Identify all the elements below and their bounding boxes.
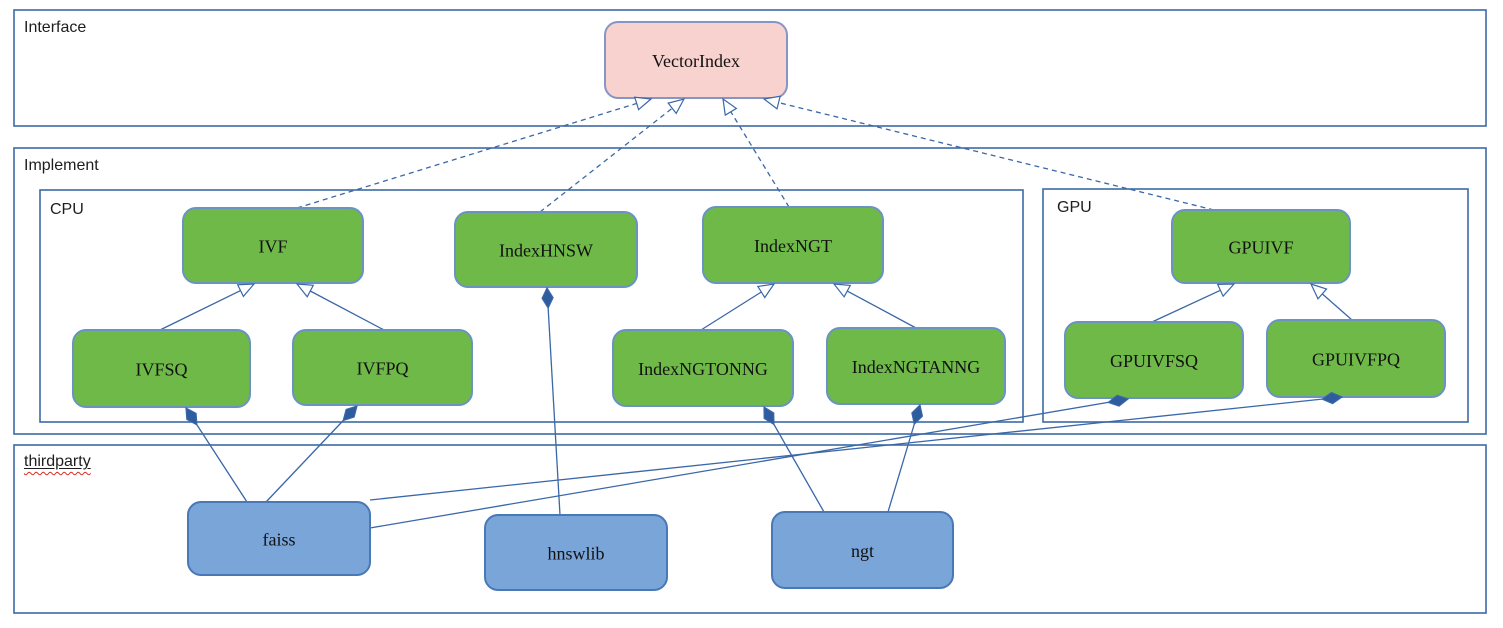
node-shape-IndexHNSW[interactable]	[454, 211, 638, 288]
node-shape-VectorIndex[interactable]	[604, 21, 788, 99]
node-shape-hnswlib[interactable]	[484, 514, 668, 591]
node-shape-IndexNGTANNG[interactable]	[826, 327, 1006, 405]
edge-generalization-IVFPQ-IVF	[309, 290, 385, 331]
arrowhead-filled-diamond	[1107, 394, 1130, 407]
arrowhead-hollow-triangle	[722, 97, 738, 117]
arrowhead-hollow-triangle	[832, 283, 852, 298]
container-gpu	[1042, 188, 1469, 423]
node-shape-ngt[interactable]	[771, 511, 954, 589]
node-shape-GPUIVF[interactable]	[1171, 209, 1351, 284]
node-shape-IVFSQ[interactable]	[72, 329, 251, 408]
node-label-hnswlib: hnswlib	[547, 544, 604, 564]
node-label-faiss: faiss	[263, 530, 296, 550]
arrowhead-filled-diamond	[541, 286, 554, 310]
container-label-gpu: GPU	[1057, 199, 1092, 216]
node-label-IndexHNSW: IndexHNSW	[499, 241, 593, 261]
node-ngt[interactable]: ngt	[771, 511, 954, 589]
arrowhead-hollow-triangle	[667, 98, 686, 115]
edge-generalization-GPUIVFPQ-GPUIVF	[1321, 293, 1353, 321]
container-label-cpu: CPU	[50, 201, 84, 218]
container-cpu	[39, 189, 1024, 423]
arrowhead-hollow-triangle	[1216, 283, 1236, 298]
edge-generalization-IndexNGTANNG-IndexNGT	[846, 290, 917, 329]
arrowhead-hollow-triangle	[756, 283, 776, 299]
edge-realization-IndexHNSW-VectorIndex	[539, 107, 673, 213]
node-label-VectorIndex: VectorIndex	[652, 51, 740, 71]
node-label-IndexNGTANNG: IndexNGTANNG	[852, 357, 981, 377]
node-label-IVFSQ: IVFSQ	[135, 360, 187, 380]
arrowhead-filled-diamond	[1320, 391, 1344, 405]
node-IndexNGT[interactable]: IndexNGT	[702, 206, 884, 284]
misspelled-word: thirdparty	[24, 453, 91, 470]
edge-generalization-GPUIVFSQ-GPUIVF	[1151, 289, 1221, 323]
node-label-GPUIVF: GPUIVF	[1228, 238, 1293, 258]
arrowhead-filled-diamond	[342, 405, 358, 422]
node-shape-faiss[interactable]	[187, 501, 371, 576]
container-label-interface: Interface	[24, 19, 87, 36]
node-label-GPUIVFSQ: GPUIVFSQ	[1110, 351, 1198, 371]
node-label-IVFPQ: IVFPQ	[356, 359, 408, 379]
edge-composition-faiss-GPUIVFPQ	[369, 396, 1343, 501]
node-faiss[interactable]: faiss	[187, 501, 371, 576]
node-IndexNGTANNG[interactable]: IndexNGTANNG	[826, 327, 1006, 405]
node-IVFSQ[interactable]: IVFSQ	[72, 329, 251, 408]
container-implement	[13, 147, 1487, 435]
node-IndexHNSW[interactable]: IndexHNSW	[454, 211, 638, 288]
arrowhead-hollow-triangle	[762, 95, 781, 110]
arrowhead-filled-diamond	[763, 405, 775, 426]
container-interface	[13, 9, 1487, 127]
edge-composition-faiss-GPUIVFSQ	[369, 398, 1129, 529]
node-IndexNGTONNG[interactable]: IndexNGTONNG	[612, 329, 794, 407]
node-label-IndexNGTONNG: IndexNGTONNG	[638, 359, 768, 379]
node-shape-IVFPQ[interactable]	[292, 329, 473, 406]
arrowhead-hollow-triangle	[295, 283, 315, 298]
edge-generalization-IVFSQ-IVF	[159, 290, 241, 331]
node-shape-IVF[interactable]	[182, 207, 364, 284]
container-label-thirdparty: thirdparty	[24, 452, 91, 471]
node-GPUIVFPQ[interactable]: GPUIVFPQ	[1266, 319, 1446, 398]
edge-composition-hnswlib-IndexHNSW	[546, 287, 561, 516]
edge-realization-GPUIVF-VectorIndex	[778, 101, 1215, 211]
node-VectorIndex[interactable]: VectorIndex	[604, 21, 788, 99]
edge-composition-faiss-IVFPQ	[265, 405, 358, 503]
arrowhead-hollow-triangle	[633, 96, 653, 111]
node-label-IVF: IVF	[258, 237, 287, 257]
node-shape-GPUIVFSQ[interactable]	[1064, 321, 1244, 399]
node-shape-IndexNGT[interactable]	[702, 206, 884, 284]
node-label-GPUIVFPQ: GPUIVFPQ	[1312, 350, 1400, 370]
container-thirdparty	[13, 444, 1487, 614]
node-shape-GPUIVFPQ[interactable]	[1266, 319, 1446, 398]
node-label-IndexNGT: IndexNGT	[754, 236, 832, 256]
container-label-implement: Implement	[24, 157, 99, 174]
node-label-ngt: ngt	[851, 541, 874, 561]
node-GPUIVF[interactable]: GPUIVF	[1171, 209, 1351, 284]
node-GPUIVFSQ[interactable]: GPUIVFSQ	[1064, 321, 1244, 399]
arrowhead-hollow-triangle	[1309, 283, 1328, 300]
node-shape-IndexNGTONNG[interactable]	[612, 329, 794, 407]
node-IVF[interactable]: IVF	[182, 207, 364, 284]
arrowhead-hollow-triangle	[236, 283, 256, 298]
edge-generalization-IndexNGTONNG-IndexNGT	[700, 291, 762, 331]
arrowhead-filled-diamond	[185, 406, 198, 426]
node-IVFPQ[interactable]: IVFPQ	[292, 329, 473, 406]
edge-realization-IndexNGT-VectorIndex	[730, 111, 790, 208]
node-hnswlib[interactable]: hnswlib	[484, 514, 668, 591]
edge-realization-IVF-VectorIndex	[296, 102, 637, 209]
arrowhead-filled-diamond	[911, 403, 924, 426]
